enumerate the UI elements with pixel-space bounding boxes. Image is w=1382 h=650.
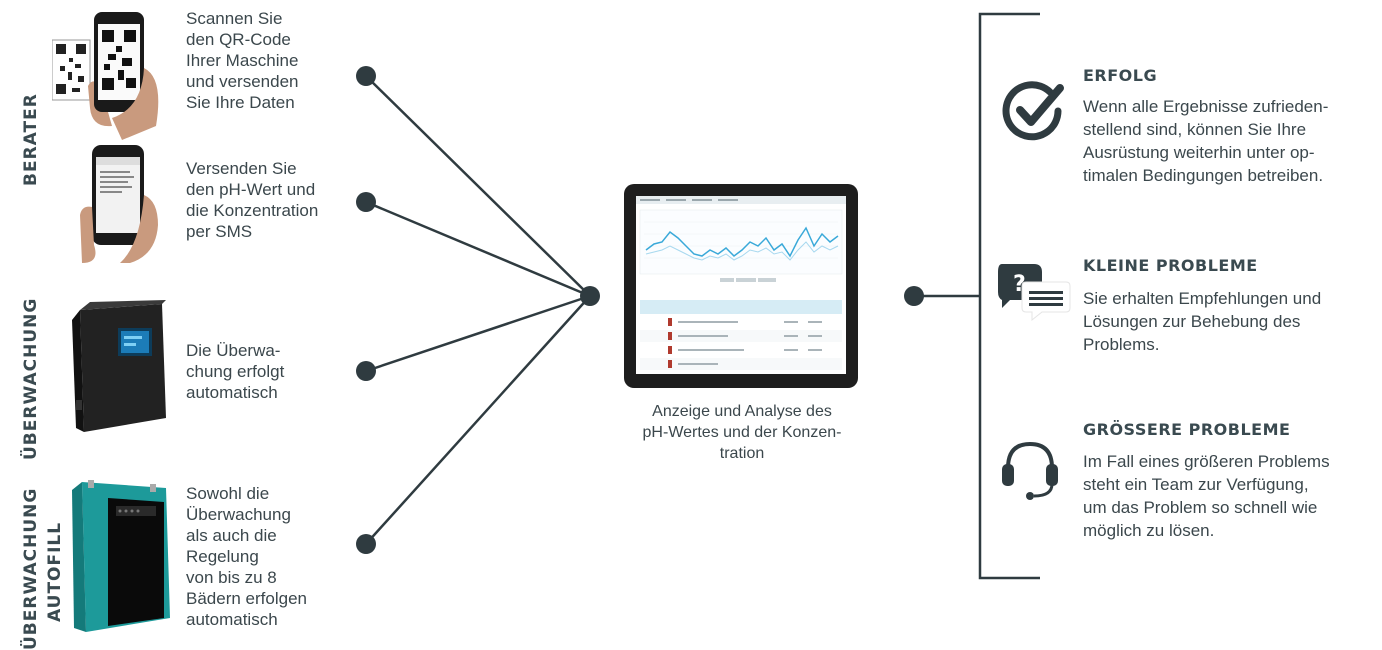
tablet-dashboard-image	[624, 184, 858, 388]
text-line: automatisch	[186, 383, 278, 402]
text-line: Sie Ihre Daten	[186, 93, 295, 112]
outcome-text-groessere-probleme: Im Fall eines größeren Problems steht ei…	[1083, 450, 1374, 542]
checkmark-circle-icon	[1002, 81, 1064, 141]
outcome-title-kleine-probleme: KLEINE PROBLEME	[1083, 256, 1258, 275]
text-line: und versenden	[186, 72, 299, 91]
tablet-caption: Anzeige und Analyse des pH-Wertes und de…	[620, 401, 864, 464]
text-line: als auch die	[186, 526, 277, 545]
text-line: Wenn alle Ergebnisse zufrieden-	[1083, 97, 1329, 116]
outcome-title-groessere-probleme: GRÖSSERE PROBLEME	[1083, 420, 1291, 439]
text-line: timalen Bedingungen betreiben.	[1083, 166, 1324, 185]
text-line: von bis zu 8	[186, 568, 277, 587]
monitoring-device-image	[72, 300, 166, 432]
outcome-title-erfolg: ERFOLG	[1083, 66, 1158, 85]
text-line: Ihrer Maschine	[186, 51, 299, 70]
text-line: chung erfolgt	[186, 362, 285, 381]
input-desc-sms: Versenden Sie den pH-Wert und die Konzen…	[186, 158, 318, 242]
text-line: pH-Wertes und der Konzen-	[642, 424, 842, 441]
text-line: möglich zu lösen.	[1083, 521, 1215, 540]
text-line: tration	[719, 445, 765, 462]
phone-qr-image	[52, 12, 159, 140]
text-line: um das Problem so schnell wie	[1083, 498, 1318, 517]
text-line: Scannen Sie	[186, 9, 283, 28]
phone-sms-image	[80, 145, 158, 263]
text-line: Versenden Sie	[186, 159, 297, 178]
text-line: Im Fall eines größeren Problems	[1083, 452, 1330, 471]
text-line: Anzeige und Analyse des	[652, 403, 832, 420]
text-line: Sowohl die	[186, 484, 270, 503]
input-desc-monitoring: Die Überwa- chung erfolgt automatisch	[186, 340, 284, 403]
outcome-text-erfolg: Wenn alle Ergebnisse zufrieden- stellend…	[1083, 95, 1374, 187]
headset-icon	[1002, 441, 1058, 500]
text-line: Die Überwa-	[186, 341, 281, 360]
connector-dot	[904, 286, 924, 306]
text-line: stellend sind, können Sie Ihre	[1083, 120, 1307, 139]
question-chat-icon: ?	[998, 264, 1071, 322]
connector-dot	[356, 192, 376, 212]
text-line: Sie erhalten Empfehlungen und	[1083, 289, 1322, 308]
text-line: Problems.	[1083, 335, 1160, 354]
text-line: per SMS	[186, 222, 253, 241]
text-line: Lösungen zur Behebung des	[1083, 312, 1301, 331]
text-line: die Konzentration	[186, 201, 319, 220]
text-line: Überwachung	[186, 505, 291, 524]
text-line: Bädern erfolgen	[186, 589, 307, 608]
input-desc-qr: Scannen Sie den QR-Code Ihrer Maschine u…	[186, 8, 298, 113]
connector-dot	[356, 66, 376, 86]
text-line: den QR-Code	[186, 30, 291, 49]
text-line: steht ein Team zur Verfügung,	[1083, 475, 1309, 494]
outcome-text-kleine-probleme: Sie erhalten Empfehlungen und Lösungen z…	[1083, 287, 1374, 356]
text-line: den pH-Wert und	[186, 180, 316, 199]
connector-dot	[356, 534, 376, 554]
text-line: automatisch	[186, 610, 278, 629]
input-desc-autofill: Sowohl die Überwachung als auch die Rege…	[186, 483, 307, 630]
text-line: Ausrüstung weiterhin unter op-	[1083, 143, 1315, 162]
text-line: Regelung	[186, 547, 259, 566]
connector-dot	[356, 361, 376, 381]
connector-dot	[580, 286, 600, 306]
autofill-cabinet-image	[72, 480, 170, 632]
